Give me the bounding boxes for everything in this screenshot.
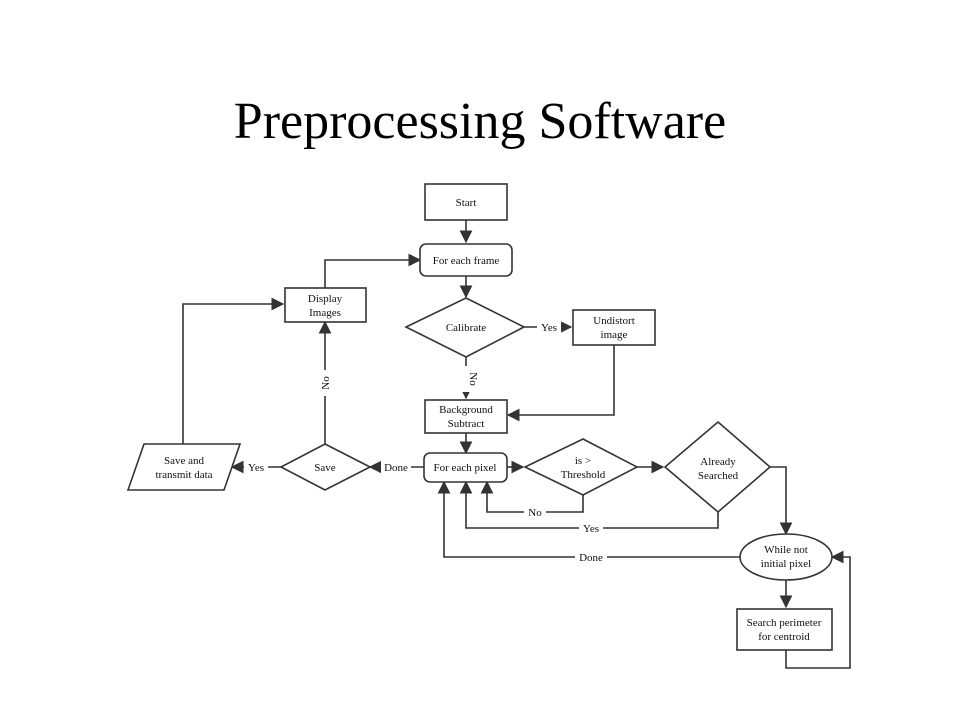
slide-title: Preprocessing Software (233, 93, 727, 150)
while-not-initial-label-1: While not (764, 544, 808, 556)
calibrate-decision: Calibrate (404, 297, 526, 358)
threshold-label-2: Threshold (561, 469, 606, 481)
search-perimeter-label-1: Search perimeter (747, 617, 822, 629)
threshold-label-1: is > (575, 455, 591, 467)
edge-undistort-background (506, 345, 615, 422)
edge-label-save-no: No (320, 376, 332, 390)
already-searched-decision: Already Searched (663, 420, 772, 514)
start-label: Start (456, 197, 477, 209)
edge-display-frame (324, 253, 422, 288)
background-subtract-label-1: Background (439, 404, 493, 416)
edge-label-while-done: Done (579, 552, 603, 564)
calibrate-label: Calibrate (446, 322, 486, 334)
edge-search-loop (785, 550, 851, 669)
undistort-label-2: image (601, 329, 628, 341)
undistort-label-1: Undistort (593, 315, 635, 327)
undistort-node: Undistort image (572, 309, 656, 346)
save-transmit-label-2: transmit data (155, 469, 212, 481)
search-perimeter-node: Search perimeter for centroid (736, 608, 833, 651)
edge-label-pixel-done: Done (384, 462, 408, 474)
edge-label-threshold-no: No (528, 507, 542, 519)
edge-label-save-yes: Yes (248, 462, 264, 474)
edge-label-calibrate-yes: Yes (541, 322, 557, 334)
edge-transmit-display (182, 297, 285, 444)
edge-label-searched-yes: Yes (583, 523, 599, 535)
threshold-decision: is > Threshold (523, 438, 639, 496)
edge-while-done (437, 480, 740, 558)
while-not-initial-node: While not initial pixel (739, 533, 833, 581)
while-not-initial-label-2: initial pixel (761, 558, 811, 570)
save-transmit-node: Save and transmit data (126, 443, 242, 491)
for-each-frame-node: For each frame (419, 243, 513, 277)
display-images-label-2: Images (309, 307, 341, 319)
background-subtract-node: Background Subtract (424, 399, 508, 434)
save-label: Save (314, 462, 336, 474)
for-each-pixel-node: For each pixel (423, 452, 508, 483)
save-transmit-label-1: Save and (164, 455, 205, 467)
already-searched-label-2: Searched (698, 470, 739, 482)
display-images-node: Display Images (284, 287, 367, 323)
search-perimeter-label-2: for centroid (758, 631, 810, 643)
already-searched-label-1: Already (700, 456, 736, 468)
edge-label-calibrate-no: No (467, 372, 479, 386)
for-each-pixel-label: For each pixel (434, 462, 497, 474)
edge-searched-while (770, 466, 793, 536)
background-subtract-label-2: Subtract (448, 418, 485, 430)
for-each-frame-label: For each frame (433, 255, 500, 267)
start-node: Start (424, 183, 508, 221)
save-decision: Save (279, 443, 372, 491)
display-images-label-1: Display (308, 293, 343, 305)
